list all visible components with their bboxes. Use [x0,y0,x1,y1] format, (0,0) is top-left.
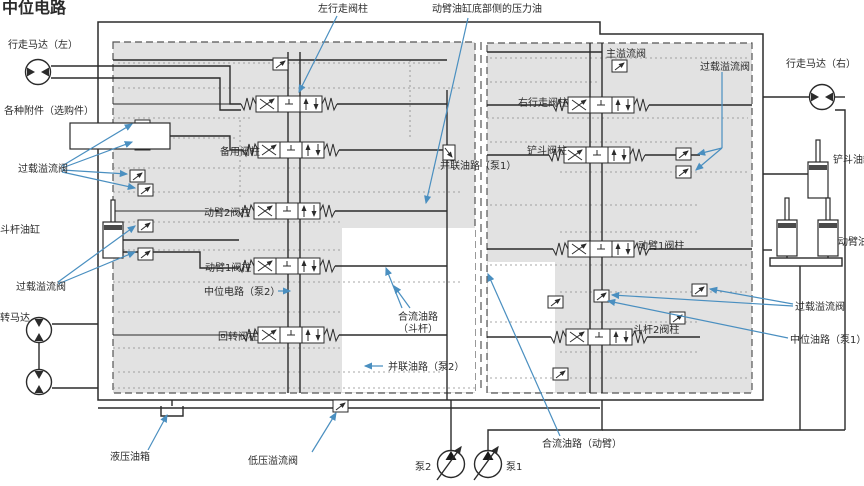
label-boom-cyl-pressure: 动臂油缸底部侧的压力油 [432,2,542,15]
label-merge-arm-1: 合流油路 [398,310,438,323]
label-right-travel-spool: 右行走阀柱 [518,96,568,109]
boom-cylinder-symbol [776,197,798,257]
label-low-pressure-relief: 低压溢流阀 [248,454,298,467]
annotation-leaders [57,15,794,453]
overload-relief-symbol [130,170,145,182]
relief-valve-symbol [273,58,288,70]
label-pump1: 泵1 [506,461,522,473]
label-parallel-pump1: 并联油路（泵1） [440,159,516,172]
label-attachments: 各种附件（选购件） [4,104,94,117]
travel-motor-right-symbol [808,83,836,111]
overload-relief-symbol [594,290,609,302]
label-bucket-cylinder: 铲斗油缸 [833,153,864,166]
label-boom2-spool: 动臂2阀柱 [204,206,250,219]
overload-relief-symbol [138,220,153,232]
overload-relief-symbol [548,296,563,308]
label-overload-relief: 过载溢流阀 [16,280,66,293]
label-hydraulic-tank: 液压油箱 [110,450,150,463]
label-swing-motor: 转马达 [0,311,30,324]
component-symbols [24,58,839,480]
overload-relief-symbol [676,166,691,178]
label-boom1-spool-left: 动臂1阀柱 [205,261,251,274]
low-pressure-relief-symbol [333,400,348,412]
label-overload-relief: 过载溢流阀 [700,60,750,73]
label-neutral-pump2: 中位电路（泵2） [204,285,280,298]
overload-relief-symbol [676,148,691,160]
overload-relief-symbol [138,184,153,196]
label-swing-spool: 回转阀柱 [218,330,258,343]
boom-cylinder-symbol [817,197,839,257]
overload-relief-symbol [692,284,707,296]
diagram-labels: 中位电路 行走马达（左） 各种附件（选购件） 过载溢流阀 斗杆油缸 过载溢流阀 … [0,0,864,473]
label-arm2-spool: 斗杆2阀柱 [633,323,679,336]
swing-motor-symbol [25,316,53,344]
pump2-symbol [437,447,465,480]
label-bucket-spool: 铲斗阀柱 [527,144,567,157]
bucket-cylinder-symbol [807,139,829,199]
outer-boundary [97,21,764,401]
label-boom1-spool-right: 动臂1阀柱 [638,239,684,252]
label-travel-motor-left: 行走马达（左） [8,38,78,51]
travel-motor-left-symbol [24,58,52,86]
label-main-relief: 主溢流阀 [606,47,646,60]
label-parallel-pump2: 并联油路（泵2） [388,360,464,373]
label-neutral-pump1: 中位油路（泵1） [790,333,864,346]
label-overload-relief: 过载溢流阀 [795,300,845,313]
label-arm-cylinder: 斗杆油缸 [0,223,40,236]
label-merge-arm-2: （斗杆） [398,323,438,335]
label-spare-spool: 备用阀柱 [220,145,260,158]
label-travel-motor-right: 行走马达（右） [786,57,856,70]
label-overload-relief: 过载溢流阀 [18,162,68,175]
label-left-travel-spool: 左行走阀柱 [318,2,368,15]
label-merge-boom: 合流油路（动臂） [542,437,622,450]
page-title: 中位电路 [2,0,67,17]
overload-relief-symbol [553,368,568,380]
swing-motor-symbol [25,368,53,396]
main-relief-valve-symbol [612,60,627,72]
overload-relief-symbol [138,248,153,260]
label-boom-cylinder: 动臂油缸 [838,235,864,248]
pilot-relief-symbol [443,145,455,160]
label-pump2: 泵2 [415,461,431,473]
pump1-symbol [474,447,502,480]
attachments-box [69,122,171,150]
